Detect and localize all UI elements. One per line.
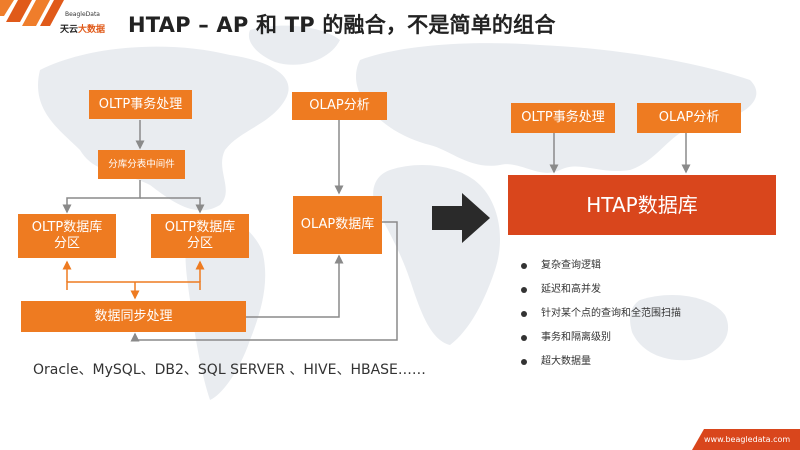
sharding-middleware-box: 分库分表中间件 xyxy=(98,150,185,179)
oltp-transaction-box: OLTP事务处理 xyxy=(89,90,192,119)
logo-text: 天云大数据 xyxy=(60,25,106,35)
big-right-arrow-icon xyxy=(432,193,490,243)
feature-item: 事务和隔离级别 xyxy=(521,330,681,354)
website-url-bar: www.beagledata.com xyxy=(692,429,800,450)
oltp-partition-box-1: OLTP数据库 分区 xyxy=(18,214,116,258)
feature-item: 延迟和高并发 xyxy=(521,282,681,306)
olap-analysis-box: OLAP分析 xyxy=(292,92,387,120)
feature-item: 复杂查询逻辑 xyxy=(521,258,681,282)
htap-olap-analysis-box: OLAP分析 xyxy=(637,103,741,133)
data-sync-box: 数据同步处理 xyxy=(21,301,246,332)
feature-item: 超大数据量 xyxy=(521,354,681,378)
company-logo: BeagleData 天云大数据 xyxy=(0,0,115,45)
oltp-partition-box-2: OLTP数据库 分区 xyxy=(151,214,249,258)
page-title: HTAP – AP 和 TP 的融合，不是简单的组合 xyxy=(128,13,556,37)
logo-brand-text: BeagleData xyxy=(65,11,100,18)
feature-item: 针对某个点的查询和全范围扫描 xyxy=(521,306,681,330)
database-list-text: Oracle、MySQL、DB2、SQL SERVER 、HIVE、HBASE…… xyxy=(33,362,426,378)
olap-database-box: OLAP数据库 xyxy=(293,196,382,254)
logo-stripes-icon xyxy=(0,0,64,26)
htap-database-box: HTAP数据库 xyxy=(508,175,776,235)
htap-feature-list: 复杂查询逻辑 延迟和高并发 针对某个点的查询和全范围扫描 事务和隔离级别 超大数… xyxy=(521,258,681,378)
htap-oltp-transaction-box: OLTP事务处理 xyxy=(511,103,615,133)
